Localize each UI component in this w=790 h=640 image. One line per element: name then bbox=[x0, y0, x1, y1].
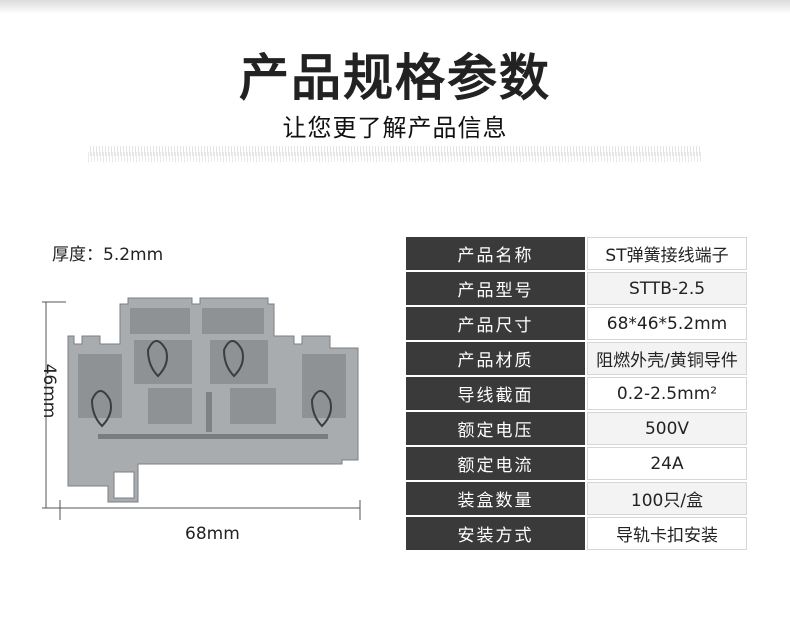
spec-row: 装盒数量 100只/盒 bbox=[406, 482, 747, 515]
terminal-block-drawing bbox=[42, 297, 361, 520]
page-title: 产品规格参数 bbox=[239, 49, 551, 107]
spec-value: 阻燃外壳/黄铜导件 bbox=[587, 342, 747, 375]
spec-value: 500V bbox=[587, 412, 747, 445]
decorative-dotted-line bbox=[90, 146, 700, 156]
spec-value: ST弹簧接线端子 bbox=[587, 237, 747, 270]
spec-value: 68*46*5.2mm bbox=[587, 307, 747, 340]
center-slot bbox=[206, 392, 212, 432]
spec-row: 安装方式 导轨卡扣安装 bbox=[406, 517, 747, 550]
decorative-dotted-line-2 bbox=[88, 152, 702, 162]
spec-label: 产品材质 bbox=[406, 342, 585, 375]
spec-label: 额定电流 bbox=[406, 447, 585, 480]
spec-row: 产品材质 阻燃外壳/黄铜导件 bbox=[406, 342, 747, 375]
spec-row: 额定电压 500V bbox=[406, 412, 747, 445]
spec-value: 导轨卡扣安装 bbox=[587, 517, 747, 550]
spec-value: 0.2-2.5mm² bbox=[587, 377, 747, 410]
thickness-label: 厚度：5.2mm bbox=[52, 245, 164, 265]
page-subtitle: 让您更了解产品信息 bbox=[282, 114, 508, 142]
spec-table: 产品名称 ST弹簧接线端子 产品型号 STTB-2.5 产品尺寸 68*46*5… bbox=[404, 235, 749, 552]
spec-row: 产品型号 STTB-2.5 bbox=[406, 272, 747, 305]
spec-value: STTB-2.5 bbox=[587, 272, 747, 305]
spec-label: 产品名称 bbox=[406, 237, 585, 270]
busbar bbox=[98, 434, 328, 439]
top-shade bbox=[0, 0, 790, 14]
rail-clip-window bbox=[113, 471, 135, 499]
spec-label: 额定电压 bbox=[406, 412, 585, 445]
spec-label: 产品尺寸 bbox=[406, 307, 585, 340]
spec-label: 装盒数量 bbox=[406, 482, 585, 515]
spec-row: 产品尺寸 68*46*5.2mm bbox=[406, 307, 747, 340]
spec-row: 产品名称 ST弹簧接线端子 bbox=[406, 237, 747, 270]
spec-row: 额定电流 24A bbox=[406, 447, 747, 480]
spec-label: 导线截面 bbox=[406, 377, 585, 410]
spec-row: 导线截面 0.2-2.5mm² bbox=[406, 377, 747, 410]
spec-value: 24A bbox=[587, 447, 747, 480]
cavity-shading bbox=[78, 308, 346, 424]
spring-clamps bbox=[90, 340, 332, 428]
width-dimension-label: 68mm bbox=[185, 524, 240, 544]
spec-label: 产品型号 bbox=[406, 272, 585, 305]
spec-label: 安装方式 bbox=[406, 517, 585, 550]
spec-value: 100只/盒 bbox=[587, 482, 747, 515]
dimension-lines bbox=[42, 301, 361, 520]
height-dimension-label: 46mm bbox=[39, 363, 59, 419]
